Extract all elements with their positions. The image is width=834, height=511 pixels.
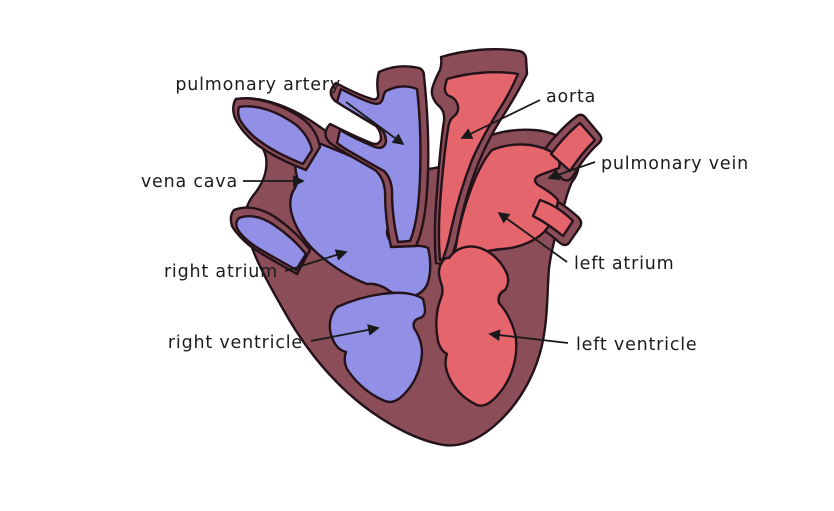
aorta-label: aorta <box>546 87 596 107</box>
pulmonary-vein-upper-region <box>549 121 597 173</box>
superior-vena-cava-region <box>237 105 314 166</box>
pulmonary-vein-lower-region <box>531 198 575 238</box>
pulmonary-artery-region <box>335 85 422 244</box>
right-ventricle-region <box>328 291 427 404</box>
vena-cava-label: vena cava <box>141 172 238 192</box>
left-ventricle-arrow <box>488 329 569 344</box>
aorta-arrow <box>460 99 541 139</box>
left-atrium-arrow <box>497 211 568 263</box>
right-ventricle-label: right ventricle <box>168 333 303 353</box>
right-atrium-arrow <box>284 249 348 272</box>
left-ventricle-label: left ventricle <box>576 335 698 355</box>
pulmonary-artery-label: pulmonary artery <box>175 75 341 95</box>
aorta-region <box>437 70 520 262</box>
pulmonary-vein-arrow <box>547 161 596 181</box>
right-ventricle-arrow <box>310 324 380 342</box>
pulmonary-vein-label: pulmonary vein <box>601 154 749 174</box>
left-atrium-label: left atrium <box>574 254 675 274</box>
pulmonary-artery-arrow <box>345 101 405 146</box>
inferior-vena-cava-region <box>235 215 308 272</box>
left-ventricle-region <box>435 245 518 407</box>
right-atrium-label: right atrium <box>164 262 278 282</box>
